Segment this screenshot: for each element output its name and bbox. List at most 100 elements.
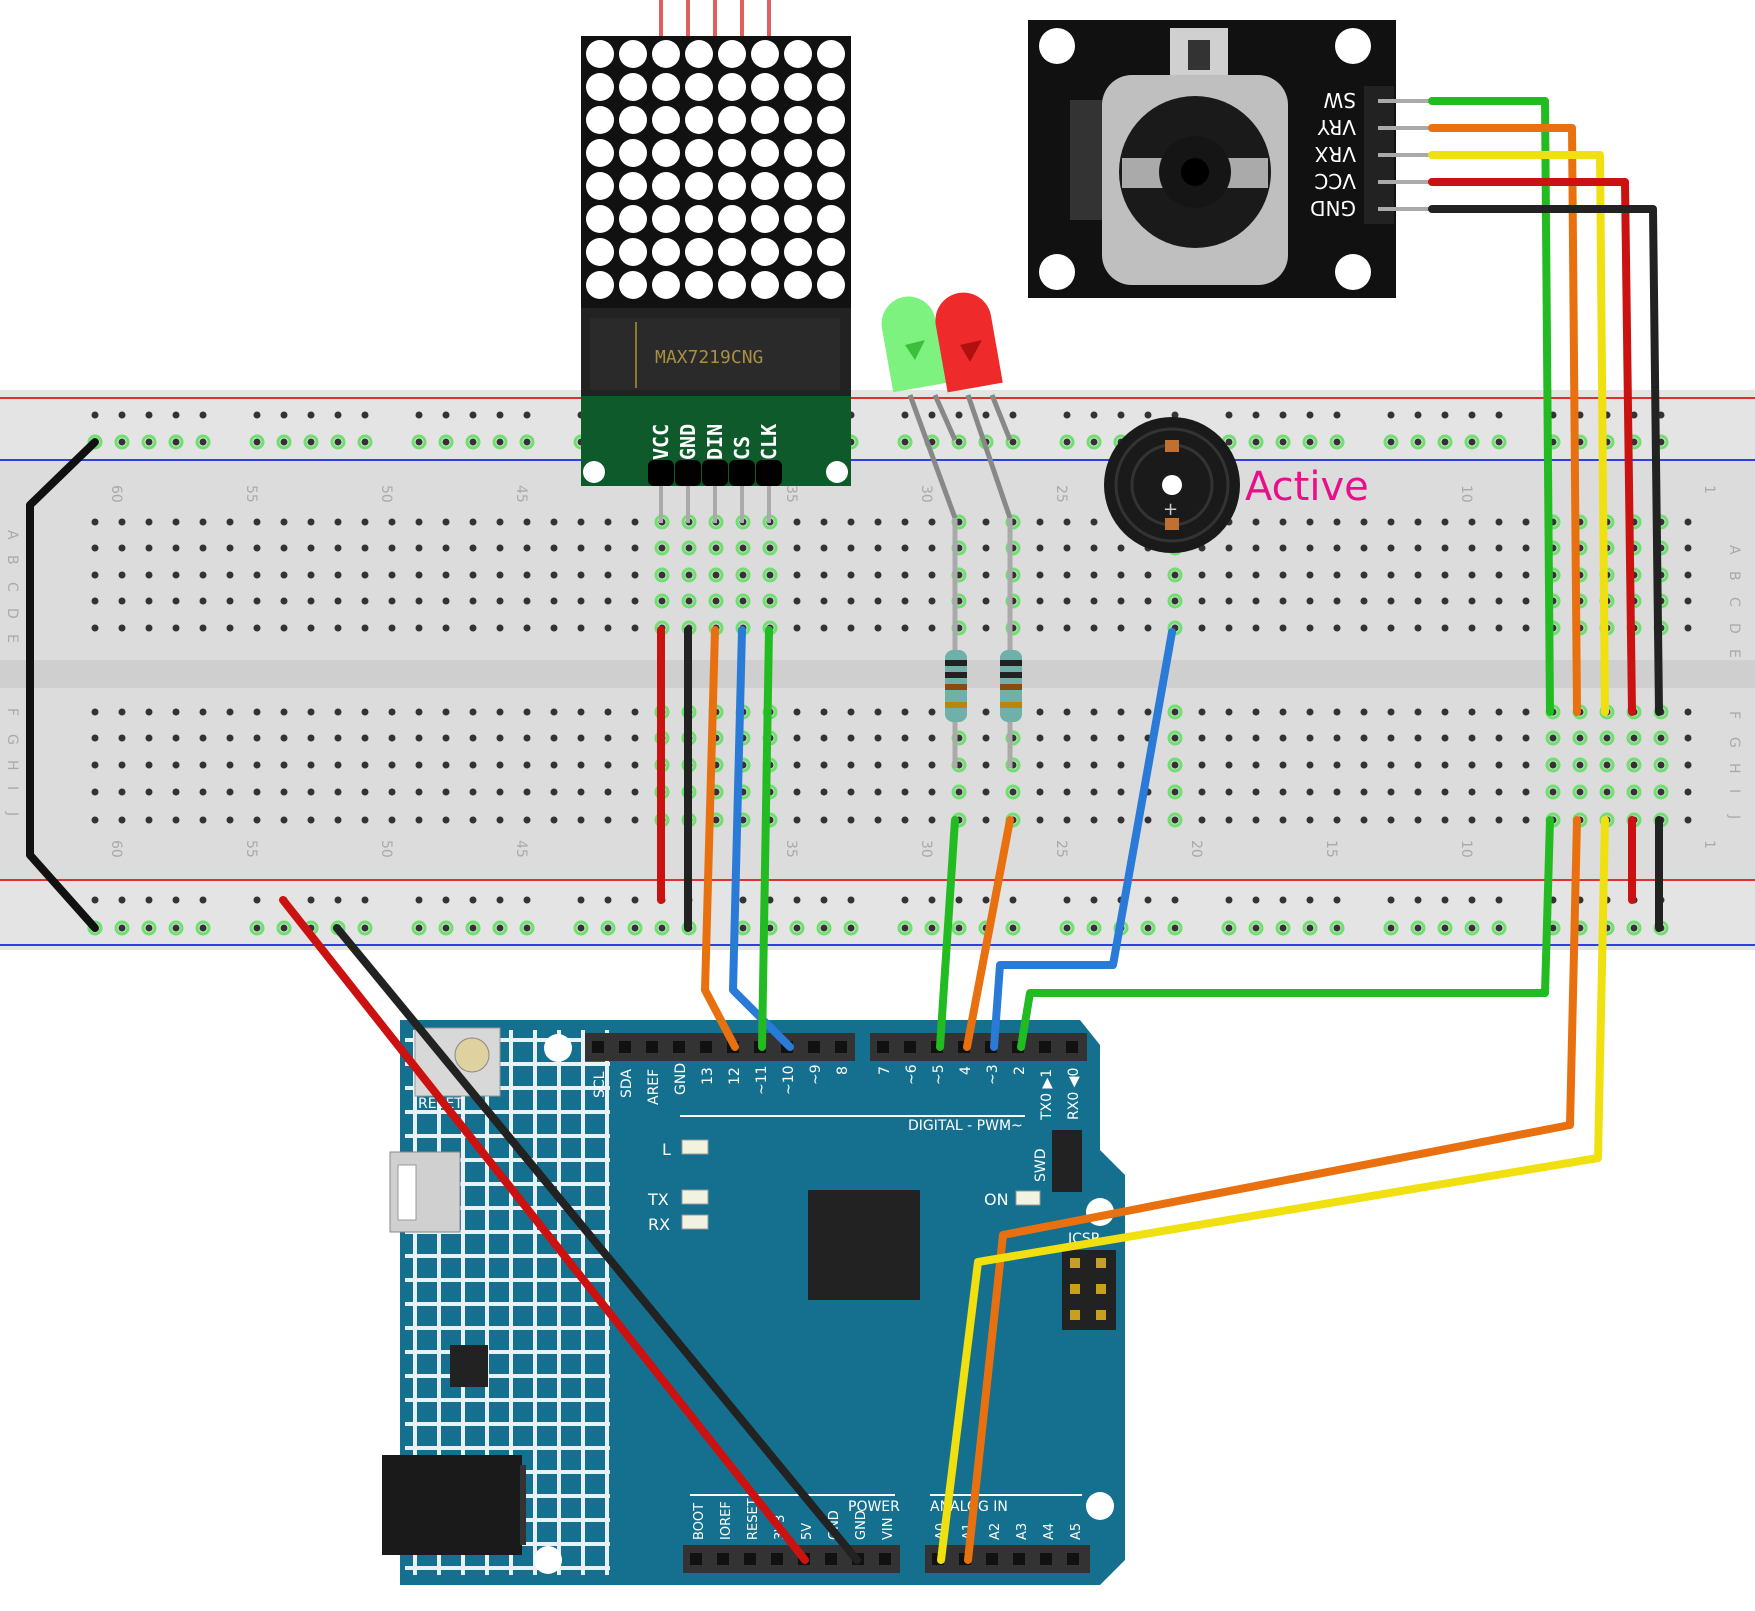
breadboard-hole (280, 624, 288, 632)
rail-hole-active (1329, 920, 1345, 936)
breadboard-hole (199, 734, 207, 742)
col-num-25-b: 25 (1053, 840, 1069, 858)
pin-label-4: 4 (958, 1066, 974, 1075)
rail-hole-active (438, 920, 454, 936)
rail-hole (496, 896, 504, 904)
breadboard-hole (523, 624, 531, 632)
led-l-label: L (662, 1140, 671, 1159)
breadboard-hole (1036, 708, 1044, 716)
led-rx-label: RX (648, 1215, 670, 1234)
row-letter-j-right: J (1726, 814, 1742, 819)
joystick-module[interactable]: SW VRY VRX VCC GND (1028, 20, 1432, 298)
breadboard-hole (1144, 597, 1152, 605)
rail-hole-active (1059, 434, 1075, 450)
rail-hole (172, 924, 180, 932)
breadboard-hole-active (1572, 757, 1588, 773)
breadboard-hole (928, 544, 936, 552)
rail-hole (199, 438, 207, 446)
led-green (881, 296, 958, 519)
matrix-led (817, 139, 845, 167)
breadboard-hole (496, 624, 504, 632)
rail-hole-active (1410, 434, 1426, 450)
breadboard-hole (1684, 816, 1692, 824)
breadboard-hole (496, 788, 504, 796)
chip-label: MAX7219CNG (655, 347, 763, 368)
row-letter-i-right: I (1726, 789, 1742, 793)
breadboard-hole (361, 761, 369, 769)
breadboard-hole (307, 597, 315, 605)
breadboard-hole (712, 544, 720, 552)
rail-hole (523, 438, 531, 446)
breadboard-hole-active (1599, 784, 1615, 800)
breadboard-hole (820, 734, 828, 742)
breadboard-hole (1252, 544, 1260, 552)
matrix-led (751, 73, 779, 101)
breadboard-hole (1522, 571, 1530, 579)
breadboard-hole (658, 544, 666, 552)
breadboard-hole (1117, 597, 1125, 605)
rail-hole (1225, 924, 1233, 932)
breadboard-hole (334, 571, 342, 579)
rail-hole-active (411, 434, 427, 450)
matrix-led (817, 205, 845, 233)
max7219-chip (590, 318, 840, 390)
breadboard-hole (118, 708, 126, 716)
rail-hole-active (411, 920, 427, 936)
breadboard-hole (847, 624, 855, 632)
matrix-led (619, 205, 647, 233)
rail-hole (361, 411, 369, 419)
matrix-led (619, 106, 647, 134)
breadboard-hole (1198, 761, 1206, 769)
breadboard-hole (577, 708, 585, 716)
rail-hole-active (1383, 434, 1399, 450)
breadboard-hole (1036, 761, 1044, 769)
joystick-switch[interactable] (1188, 40, 1210, 70)
breadboard-hole (577, 734, 585, 742)
breadboard-hole (1252, 734, 1260, 742)
rail-hole-active (789, 920, 805, 936)
rail-hole (1414, 924, 1422, 932)
small-chip (450, 1345, 488, 1387)
breadboard-hole (901, 571, 909, 579)
breadboard-hole (928, 571, 936, 579)
breadboard-hole (199, 788, 207, 796)
rail-hole (523, 924, 531, 932)
breadboard-hole (523, 597, 531, 605)
rail-hole (1414, 438, 1422, 446)
joystick-pin-vrx: VRX (1314, 142, 1356, 166)
breadboard-hole (577, 624, 585, 632)
breadboard-hole (1414, 816, 1422, 824)
matrix-led (751, 238, 779, 266)
reset-button-cap[interactable] (454, 1037, 490, 1073)
rail-hole-active (249, 434, 265, 450)
breadboard-hole (469, 734, 477, 742)
breadboard-hole (226, 597, 234, 605)
breadboard-hole (766, 544, 774, 552)
breadboard-hole (955, 788, 963, 796)
matrix-led (619, 40, 647, 68)
breadboard-hole (388, 761, 396, 769)
rail-hole (793, 924, 801, 932)
breadboard-hole (1441, 597, 1449, 605)
breadboard-hole (388, 734, 396, 742)
breadboard-hole (1036, 624, 1044, 632)
breadboard-hole (1522, 597, 1530, 605)
header-pin (835, 1041, 847, 1053)
wire-joystick-vrx (937, 151, 1609, 1564)
matrix-led (685, 238, 713, 266)
breadboard-hole (1117, 816, 1125, 824)
rail-hole (604, 924, 612, 932)
breadboard-hole (550, 734, 558, 742)
breadboard-hole (1603, 761, 1611, 769)
breadboard-hole (172, 518, 180, 526)
breadboard-hole (469, 624, 477, 632)
rail-hole (415, 924, 423, 932)
wire-led-green (936, 816, 959, 1051)
breadboard-hole (307, 734, 315, 742)
rail-hole (361, 924, 369, 932)
breadboard-hole (577, 597, 585, 605)
row-letters: A B C D E F G H I J A B C D E F G H I J (4, 530, 1742, 819)
rail-hole (901, 924, 909, 932)
matrix-led (586, 73, 614, 101)
breadboard-hole (1522, 761, 1530, 769)
